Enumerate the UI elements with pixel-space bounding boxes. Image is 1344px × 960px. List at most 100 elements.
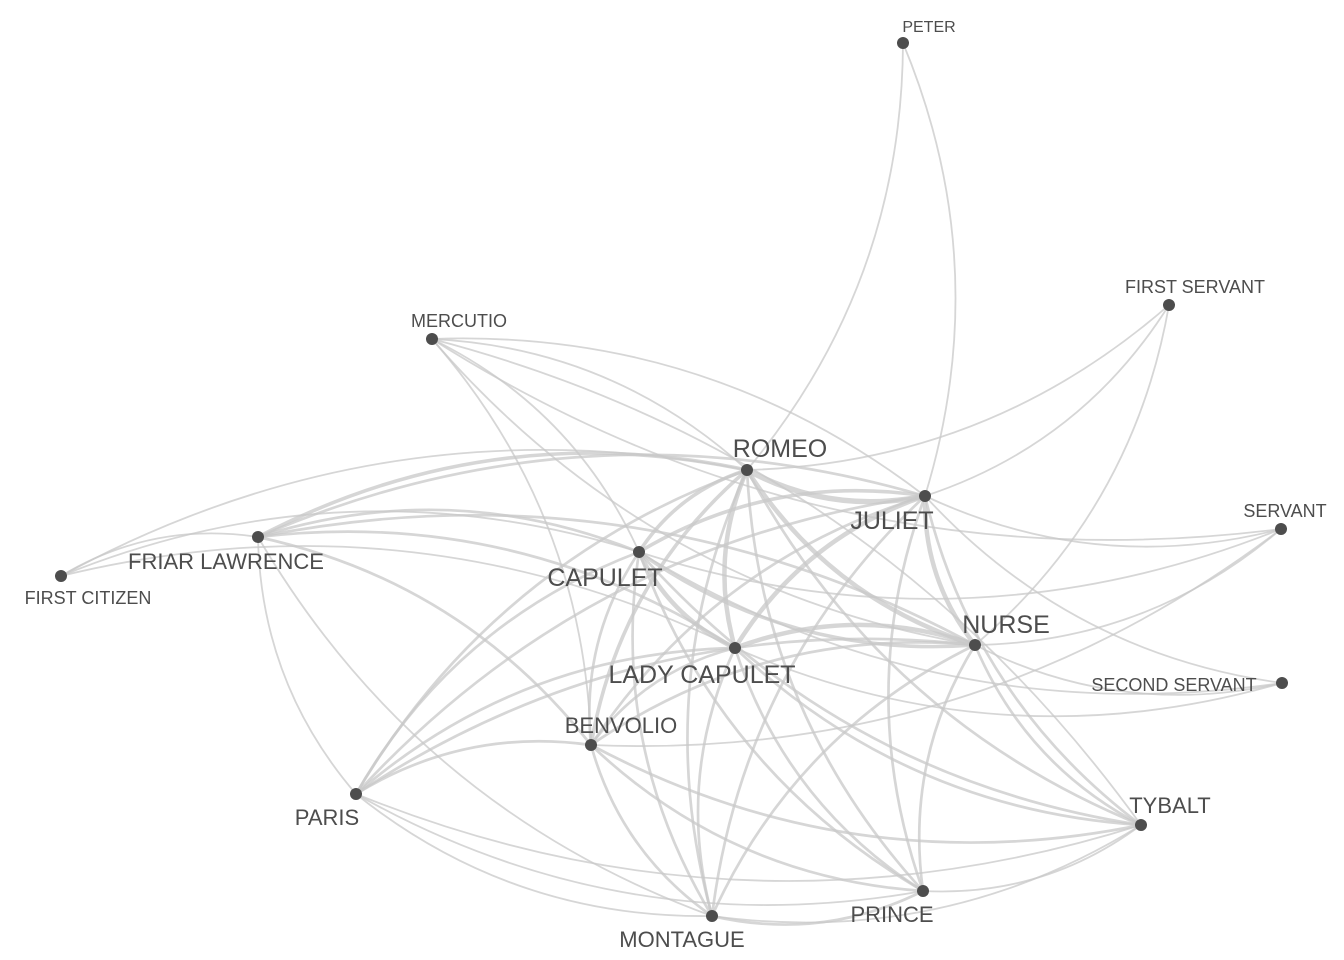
edge-romeo-tybalt <box>745 468 1143 827</box>
node-label-nurse: NURSE <box>962 611 1050 639</box>
node-label-romeo: ROMEO <box>733 435 827 463</box>
node-juliet: JULIET <box>850 490 934 535</box>
edge-benvolio-friar_lawrence <box>256 535 593 747</box>
edge-romeo-first_servant <box>746 304 1170 471</box>
node-label-benvolio: BENVOLIO <box>565 713 677 738</box>
node-label-montague: MONTAGUE <box>619 927 744 952</box>
edge-benvolio-servant <box>590 528 1282 747</box>
node-dot-montague <box>706 910 718 922</box>
edge-capulet-first_citizen <box>60 510 640 577</box>
edge-capulet-paris <box>354 550 641 796</box>
node-benvolio: BENVOLIO <box>565 713 677 751</box>
edge-mercutio-servant <box>431 338 1282 541</box>
edge-nurse-montague <box>710 643 977 918</box>
node-dot-tybalt <box>1135 819 1147 831</box>
edge-lady_capulet-montague <box>696 646 737 918</box>
edge-romeo-nurse <box>744 467 978 648</box>
node-second-servant: SECOND SERVANT <box>1091 675 1288 695</box>
edge-juliet-friar_lawrence <box>256 453 927 539</box>
edge-juliet-capulet <box>637 488 927 554</box>
edge-lady_capulet-tybalt <box>733 646 1143 827</box>
node-layer: ROMEO JULIET CAPULET NURSE LADY CAPULET BENVO… <box>25 19 1327 952</box>
edge-nurse-tybalt <box>973 643 1143 827</box>
node-dot-juliet <box>919 490 931 502</box>
node-capulet: CAPULET <box>547 546 663 592</box>
edge-paris-montague <box>355 793 713 917</box>
edge-juliet-prince <box>887 494 927 893</box>
edge-nurse-first_servant <box>974 304 1170 646</box>
node-dot-prince <box>917 885 929 897</box>
node-dot-servant <box>1275 523 1287 535</box>
edge-prince-tybalt <box>922 824 1142 893</box>
node-label-prince: PRINCE <box>850 902 933 927</box>
edge-paris-tybalt <box>355 793 1142 882</box>
node-dot-second-servant <box>1276 677 1288 689</box>
node-dot-romeo <box>741 464 753 476</box>
node-prince: PRINCE <box>850 885 934 927</box>
node-montague: MONTAGUE <box>619 910 745 952</box>
edge-juliet-second_servant <box>924 495 1283 684</box>
edge-friar_lawrence-first_citizen <box>60 532 259 577</box>
edge-mercutio-nurse <box>431 338 976 646</box>
node-label-friar-lawrence: FRIAR LAWRENCE <box>128 549 324 574</box>
edge-juliet-nurse <box>922 493 978 648</box>
node-first-servant: FIRST SERVANT <box>1125 277 1265 311</box>
edge-juliet-mercutio <box>431 337 926 497</box>
edge-capulet-montague <box>631 550 714 918</box>
node-dot-first-citizen <box>55 570 67 582</box>
edge-capulet-servant <box>638 528 1282 600</box>
edge-nurse-servant <box>974 528 1282 646</box>
node-nurse: NURSE <box>962 611 1050 651</box>
edge-nurse-second_servant <box>974 644 1283 696</box>
node-dot-nurse <box>969 639 981 651</box>
edge-benvolio-mercutio <box>431 338 592 746</box>
edge-lady_capulet-first_citizen <box>60 545 736 649</box>
node-label-lady-capulet: LADY CAPULET <box>608 661 795 689</box>
edge-benvolio-prince <box>589 743 925 893</box>
edge-lady_capulet-second_servant <box>734 647 1283 718</box>
edge-benvolio-tybalt <box>589 743 1143 844</box>
node-dot-capulet <box>633 546 645 558</box>
node-lady-capulet: LADY CAPULET <box>608 642 796 689</box>
node-label-first-citizen: FIRST CITIZEN <box>25 588 152 608</box>
edge-nurse-benvolio <box>589 641 977 747</box>
edge-juliet-first_servant <box>924 304 1170 497</box>
edge-romeo-peter <box>746 42 904 471</box>
node-label-paris: PARIS <box>295 805 359 830</box>
edge-capulet-friar_lawrence <box>256 508 641 554</box>
edge-friar_lawrence-paris <box>257 536 357 795</box>
node-dot-peter <box>897 37 909 49</box>
node-label-capulet: CAPULET <box>547 564 662 592</box>
edge-lady_capulet-friar_lawrence <box>256 530 737 650</box>
edge-friar_lawrence-montague <box>257 536 713 917</box>
node-mercutio: MERCUTIO <box>411 311 507 345</box>
edge-lady_capulet-paris <box>354 646 737 796</box>
node-label-second-servant: SECOND SERVANT <box>1091 675 1256 695</box>
edge-capulet-mercutio <box>431 338 640 553</box>
edge-paris-prince <box>355 793 924 906</box>
node-first-citizen: FIRST CITIZEN <box>25 570 152 608</box>
edge-nurse-friar_lawrence <box>256 513 977 647</box>
node-romeo: ROMEO <box>733 435 827 476</box>
edge-juliet-paris <box>354 494 927 796</box>
edge-layer <box>60 42 1283 926</box>
edge-capulet-tybalt <box>637 550 1143 827</box>
edge-nurse-lady_capulet <box>732 622 978 651</box>
edge-benvolio-montague <box>589 743 714 918</box>
node-dot-first-servant <box>1163 299 1175 311</box>
edge-romeo-benvolio <box>589 468 749 747</box>
edge-benvolio-paris <box>354 739 593 796</box>
node-servant: SERVANT <box>1243 501 1327 535</box>
edge-juliet-benvolio <box>589 494 927 747</box>
node-dot-paris <box>350 788 362 800</box>
edge-nurse-paris <box>354 637 977 796</box>
node-dot-lady-capulet <box>729 642 741 654</box>
node-paris: PARIS <box>295 788 362 830</box>
edge-juliet-servant <box>924 495 1282 548</box>
node-label-tybalt: TYBALT <box>1129 793 1211 818</box>
node-friar-lawrence: FRIAR LAWRENCE <box>128 531 324 574</box>
edge-capulet-second_servant <box>638 551 1283 695</box>
node-label-first-servant: FIRST SERVANT <box>1125 277 1265 297</box>
node-label-juliet: JULIET <box>850 507 933 535</box>
